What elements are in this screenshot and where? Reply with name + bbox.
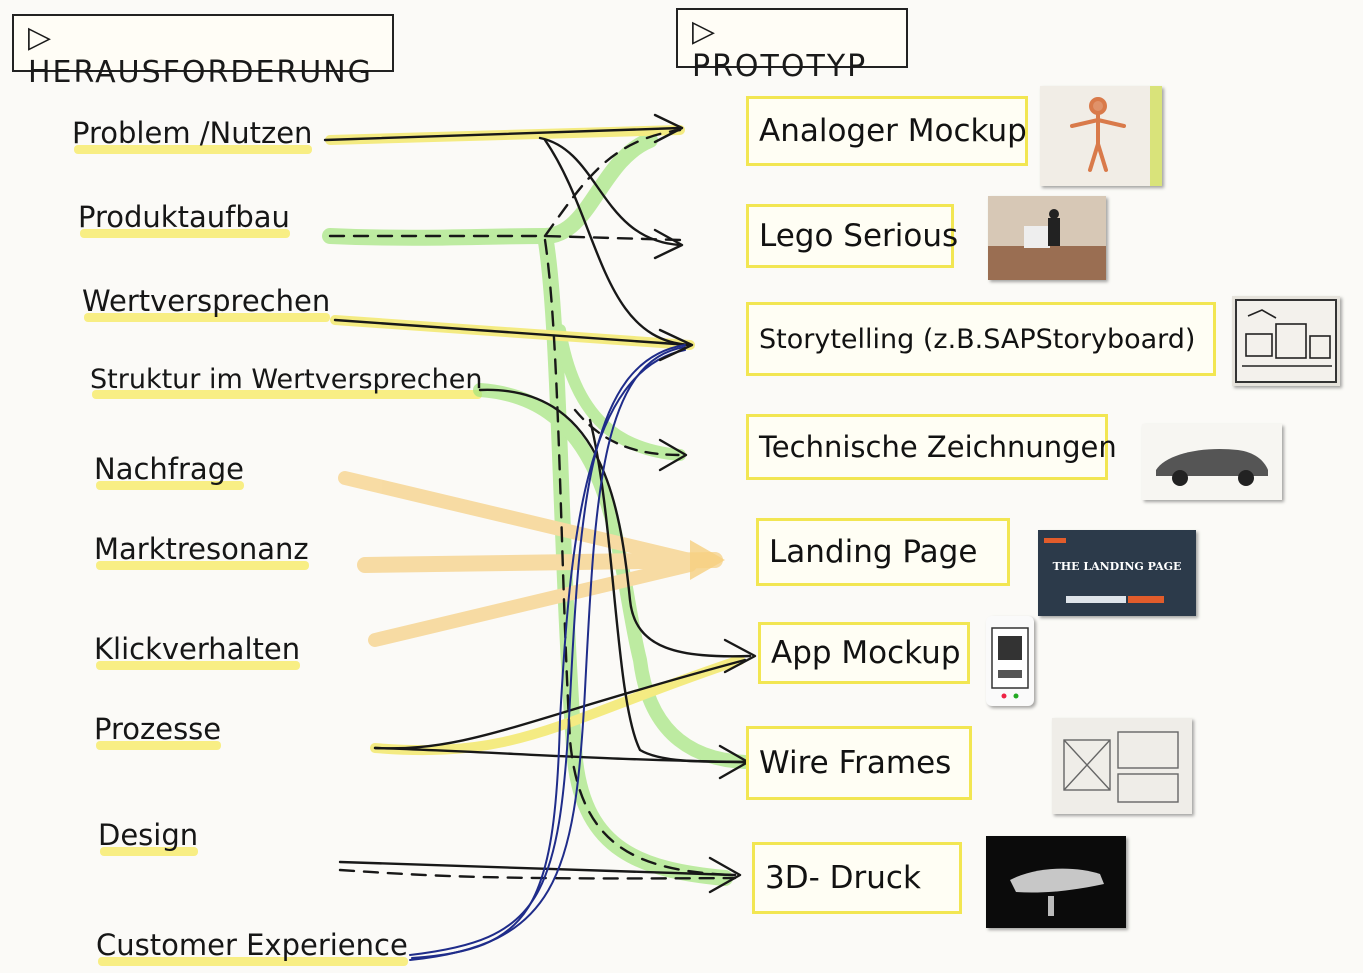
highlight-green-produktaufbau	[322, 132, 658, 246]
orange-arrow-head	[690, 540, 725, 580]
play-triangle-icon: ▷	[28, 20, 54, 55]
prototype-box: 3D- Druck	[752, 842, 962, 914]
photo-app-mockup	[986, 616, 1034, 706]
line-produkt-analog-dashed	[543, 128, 682, 238]
header-prototype: ▷PROTOTYP	[676, 8, 908, 84]
highlight-green-technische	[554, 324, 686, 461]
photo-landing-page: THE LANDING PAGE	[1038, 530, 1196, 616]
challenge-label: Design	[98, 818, 199, 856]
photo-wooden-mannequin	[1040, 86, 1162, 186]
prototype-box: Wire Frames	[746, 726, 972, 800]
line-struktur	[478, 388, 752, 658]
line-design-3d-dashed	[338, 868, 737, 880]
header-prototype-label: PROTOTYP	[692, 49, 868, 84]
arrowhead-lego	[653, 228, 684, 260]
challenge-label: Struktur im Wertversprechen	[90, 364, 483, 399]
line-design-3d	[338, 860, 737, 877]
play-triangle-icon: ▷	[692, 14, 718, 49]
line-technische-dashed	[573, 408, 682, 457]
line-cx-story-1	[409, 344, 686, 956]
line-problem-analog	[323, 126, 682, 142]
challenge-label: Customer Experience	[96, 928, 408, 966]
photo-3d-printed-hand	[986, 836, 1126, 928]
header-challenge: ▷HERAUSFORDERUNG	[12, 14, 394, 90]
line-trunk-dashed	[543, 238, 732, 877]
photo-wireframe-sketch	[1052, 718, 1192, 814]
challenge-label: Klickverhalten	[94, 632, 301, 670]
arrowhead-app	[723, 638, 757, 674]
challenge-label: Prozesse	[94, 712, 222, 750]
challenge-label: Wertversprechen	[82, 284, 331, 322]
highlight-orange-klick	[368, 558, 697, 647]
highlight-orange-nachfrage	[338, 471, 697, 567]
line-problem-story	[543, 138, 692, 347]
photo-storyboard	[1232, 296, 1340, 386]
line-prozesse-wire	[373, 746, 747, 764]
prototype-box: Analoger Mockup	[746, 96, 1028, 166]
prototype-box: Landing Page	[756, 518, 1010, 586]
prototype-box: Technische Zeichnungen	[746, 414, 1117, 480]
photo-car-sketch	[1142, 424, 1282, 500]
line-wert-story	[333, 318, 692, 347]
line-cx-story-3	[411, 349, 686, 959]
arrowhead-technische	[658, 438, 688, 472]
challenge-label: Problem /Nutzen	[72, 116, 313, 154]
arrowhead-3d	[708, 856, 742, 894]
header-challenge-label: HERAUSFORDERUNG	[28, 55, 373, 90]
prototype-box: App Mockup	[758, 622, 970, 684]
highlight-green-struktur	[473, 383, 752, 769]
arrowhead-story	[658, 328, 694, 362]
photo-lego-scene	[988, 196, 1106, 280]
challenge-label: Marktresonanz	[94, 532, 309, 570]
highlight-orange-markt	[357, 552, 723, 573]
challenge-label: Nachfrage	[94, 452, 244, 490]
arrowhead-analog	[653, 113, 684, 144]
line-cx-story-2	[409, 346, 686, 961]
challenge-label: Produktaufbau	[78, 200, 290, 238]
line-prozesse-app	[373, 658, 747, 750]
prototype-box: Storytelling (z.B.SAPStoryboard)	[746, 302, 1216, 376]
landing-page-title: THE LANDING PAGE	[1052, 560, 1182, 573]
prototype-box: Lego Serious	[746, 204, 958, 268]
